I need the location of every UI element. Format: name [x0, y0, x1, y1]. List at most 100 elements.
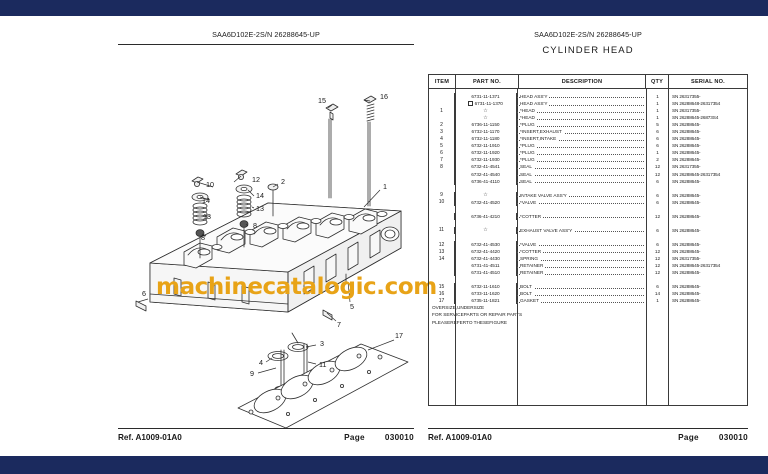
leader-dots: [517, 273, 644, 275]
cell-item: 9: [429, 191, 455, 199]
callout-4: 4: [259, 358, 263, 367]
part-no-text: 6732-41-4430: [471, 256, 500, 262]
part-no-text: 6735-11-1821: [471, 298, 500, 304]
cell-item: 2: [429, 121, 455, 129]
cell-item: 14: [429, 255, 455, 263]
cell-part-no: 6736-11-1150: [455, 121, 517, 129]
cell-qty: 6: [647, 198, 669, 206]
cell-item: [429, 262, 455, 270]
cell-part-no: 6731-11-1370: [455, 100, 517, 108]
cell-part-no: ☆: [455, 114, 517, 122]
leader-dots: [517, 97, 644, 99]
cell-serial-no: SN 26288645-: [672, 291, 701, 297]
cell-serial-no: SN 26288645-: [672, 199, 701, 205]
callout-14b: 14: [256, 191, 264, 200]
cell-item: [429, 114, 455, 122]
cell-item: 6: [429, 149, 455, 157]
description-text: *PLUG: [520, 150, 537, 156]
cell-part-no: 6736-41-4110: [455, 177, 517, 185]
cell-description: *HEAD: [517, 114, 647, 122]
cell-serial-no: SN 26288645-: [672, 227, 701, 233]
description-text: RETAINER: [520, 270, 546, 276]
callout-8b: 8: [253, 221, 257, 230]
cell-item: 12: [429, 240, 455, 249]
callout-13b: 13: [256, 204, 264, 213]
callout-14a: 14: [202, 196, 210, 205]
cell-item: 5: [429, 142, 455, 150]
cell-serial-no: SN 26288645-26873S4: [672, 115, 719, 121]
parts-table: ITEM PART NO. DESCRIPTION QTY SERIAL NO.…: [428, 74, 748, 406]
cell-item: 10: [429, 198, 455, 206]
leader-dots: [517, 125, 644, 127]
left-page-number: 030010: [384, 433, 414, 442]
leader-dots: [517, 266, 644, 268]
leader-dots: [517, 118, 644, 120]
cell-description: RETAINER: [517, 262, 647, 270]
callout-12: 12: [252, 175, 260, 184]
description-text: *VALVE: [520, 199, 539, 205]
description-text: SEAL: [520, 164, 534, 170]
callout-11: 11: [319, 360, 326, 369]
cell-description: HEAD ASS'Y: [517, 100, 647, 108]
cell-item: 17: [429, 297, 455, 305]
cell-part-no: 6733-11-1620: [455, 290, 517, 298]
cell-description: *PLUG: [517, 142, 647, 150]
cell-item: 15: [429, 283, 455, 291]
left-ref-label: Ref. A1009-01A0: [118, 433, 182, 442]
page-sheet: SAA6D102E-2S/N 26288645-UP: [0, 16, 768, 456]
cell-serial-no: SN 26288645-: [672, 122, 701, 128]
part-no-text: 6732-11-1910: [471, 143, 500, 149]
cell-serial-no: SN 26317355-: [672, 94, 701, 100]
table-note: PLEASEREFERTO THESEFIGURE: [432, 319, 508, 325]
description-text: *PLUG: [520, 157, 537, 163]
figure-pane: SAA6D102E-2S/N 26288645-UP: [118, 30, 437, 442]
part-no-text: 6731-11-1371: [471, 94, 500, 100]
table-note: OVERSIZE,UNDERSIZE: [432, 305, 485, 311]
cell-part-no: 6732-11-1180: [455, 135, 517, 143]
description-text: *VALVE: [520, 242, 539, 247]
leader-dots: [517, 217, 644, 219]
description-text: *HEAD: [520, 108, 537, 114]
cell-serial-no: SN 26288645-: [672, 192, 701, 198]
row-spacer: [429, 206, 747, 213]
cell-description: RETAINER: [517, 269, 647, 277]
cell-item: 16: [429, 290, 455, 298]
left-model-header: SAA6D102E-2S/N 26288645-UP: [212, 30, 320, 39]
cell-serial-no: SN 26288645-: [672, 284, 701, 290]
cell-qty: 12: [647, 262, 669, 270]
cell-item: 13: [429, 248, 455, 256]
cell-description: *COTTER: [517, 212, 647, 220]
cell-part-no: ☆: [455, 226, 517, 234]
part-no-text: 6732-41-4540: [471, 171, 500, 177]
cell-serial-no: SN 26288648-26317354: [672, 101, 721, 107]
header-part-no: PART NO.: [456, 75, 519, 88]
star-icon: ☆: [483, 107, 488, 114]
